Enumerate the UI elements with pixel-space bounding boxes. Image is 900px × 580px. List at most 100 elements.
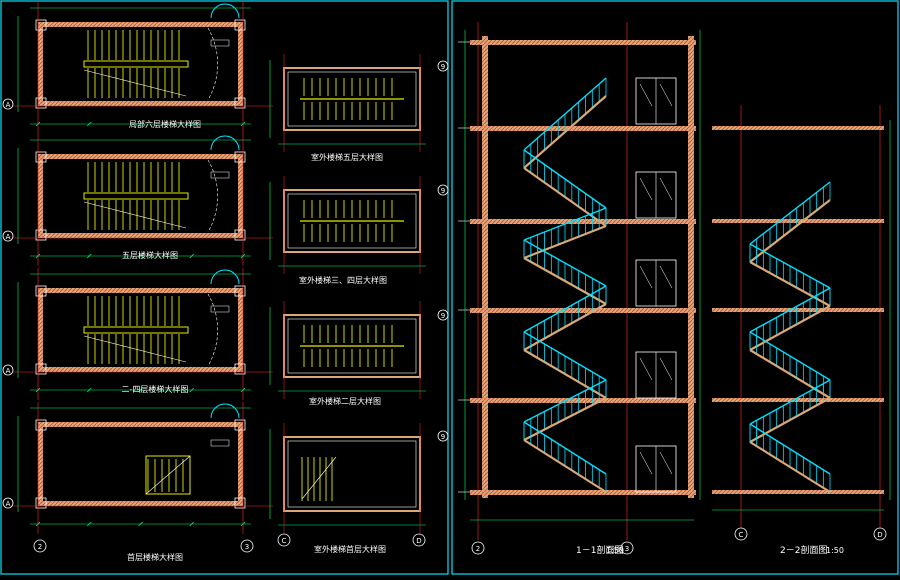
handrail-top [523,239,607,287]
up-arrow [145,455,191,495]
floor-slab [712,398,884,402]
floor-slab [470,126,696,131]
axis-bubble-9-c: 9 [437,309,449,321]
ext-plan-outline [283,436,421,512]
stair-stringer [523,95,607,169]
stair-stringer [523,167,607,227]
ext-plan-inner [287,318,417,374]
svg-text:A: A [6,500,11,508]
dim-tick [138,387,143,393]
column [35,19,47,31]
door-leaf-right [224,135,240,151]
wall-bottom [38,501,243,506]
plan-title-5f: 五层楼梯大样图 [122,250,178,260]
floor-slab [470,398,696,403]
wall-bottom [38,101,243,106]
door-glazing [659,265,673,289]
break-line [83,201,187,229]
floor-slab [712,308,884,312]
svg-text:2: 2 [476,545,480,553]
door-glazing [639,451,653,475]
axis-bubble-2-left: 2 [33,539,47,553]
svg-text:2: 2 [38,543,42,551]
column [35,285,47,297]
break-line [83,69,187,97]
break-line [83,335,187,363]
dim-tick [138,253,143,259]
dim-tick [86,387,92,393]
dim-tick [189,121,195,127]
door-glazing [659,451,673,475]
handrail-top [749,287,831,333]
handrail-top [749,331,831,381]
wall-top [38,288,243,293]
wall-right [238,154,243,238]
ext-plan-title-5f: 室外楼梯五层大样图 [311,152,383,162]
svg-text:9: 9 [441,63,445,71]
handrail-top [749,379,831,425]
note-tag [210,439,230,447]
axis-bubble-a-3: A [2,364,14,376]
svg-text:9: 9 [441,433,445,441]
wall-bottom [38,233,243,238]
wall-bottom [38,367,243,372]
ext-up-arrow [301,456,337,500]
column [234,419,246,431]
axis-bubble-d-mid: D [412,533,426,547]
handrail [83,192,189,200]
column [35,151,47,163]
axis-bubble-9-b: 9 [437,184,449,196]
door-leaf-right [224,403,240,419]
column [35,363,47,375]
middle-stair-plans [269,54,426,533]
door-leaf-left [210,3,226,19]
door-swing-arc [207,159,218,233]
axis-bubble-3-sec1: 3 [620,541,634,555]
section-2-2 [712,105,891,528]
wall-top [38,22,243,27]
stair-stringer [523,439,607,493]
svg-text:D: D [416,537,421,545]
column [35,97,47,109]
wall-left [38,422,43,506]
door-glazing [659,357,673,381]
dim-tick [189,521,195,527]
plan-title-6f: 局部六层楼梯大样图 [129,119,201,129]
section-2-title: 2－2剖面图 [780,544,827,556]
handrail [83,60,189,68]
door-leaf-right [224,269,240,285]
door-glazing [659,83,673,107]
plan-title-2-4f: 二-四层楼梯大样图 [122,384,189,394]
handrail-top [523,379,607,423]
floor-slab [712,219,884,223]
axis-bubble-a-4: A [2,497,14,509]
floor-slab [470,219,696,224]
ext-plan-title-1f: 室外楼梯首层大样图 [314,544,386,554]
ext-plan-title-2f: 室外楼梯二层大样图 [309,396,381,406]
dim-tick [86,121,92,127]
note-tag [210,305,230,313]
axis-bubble-2-sec1: 2 [471,541,485,555]
handrail-top [523,207,607,241]
floor-slab [712,490,884,494]
svg-text:A: A [6,101,11,109]
floor-slab [470,40,696,45]
door-glazing [659,177,673,201]
door-glazing [639,357,653,381]
axis-bubble-9-a: 9 [437,60,449,72]
svg-text:9: 9 [441,187,445,195]
door-swing-arc [207,293,218,367]
column [234,285,246,297]
axis-bubble-a-2: A [2,230,14,242]
column [234,497,246,509]
column [234,229,246,241]
stair-stringer [749,441,831,493]
svg-text:A: A [6,233,11,241]
sheet-frame-right [451,0,899,575]
section-2-scale: 1:50 [826,546,844,555]
svg-text:3: 3 [625,545,629,553]
door-glazing [639,265,653,289]
axis-bubble-c-sec2: C [734,527,748,541]
